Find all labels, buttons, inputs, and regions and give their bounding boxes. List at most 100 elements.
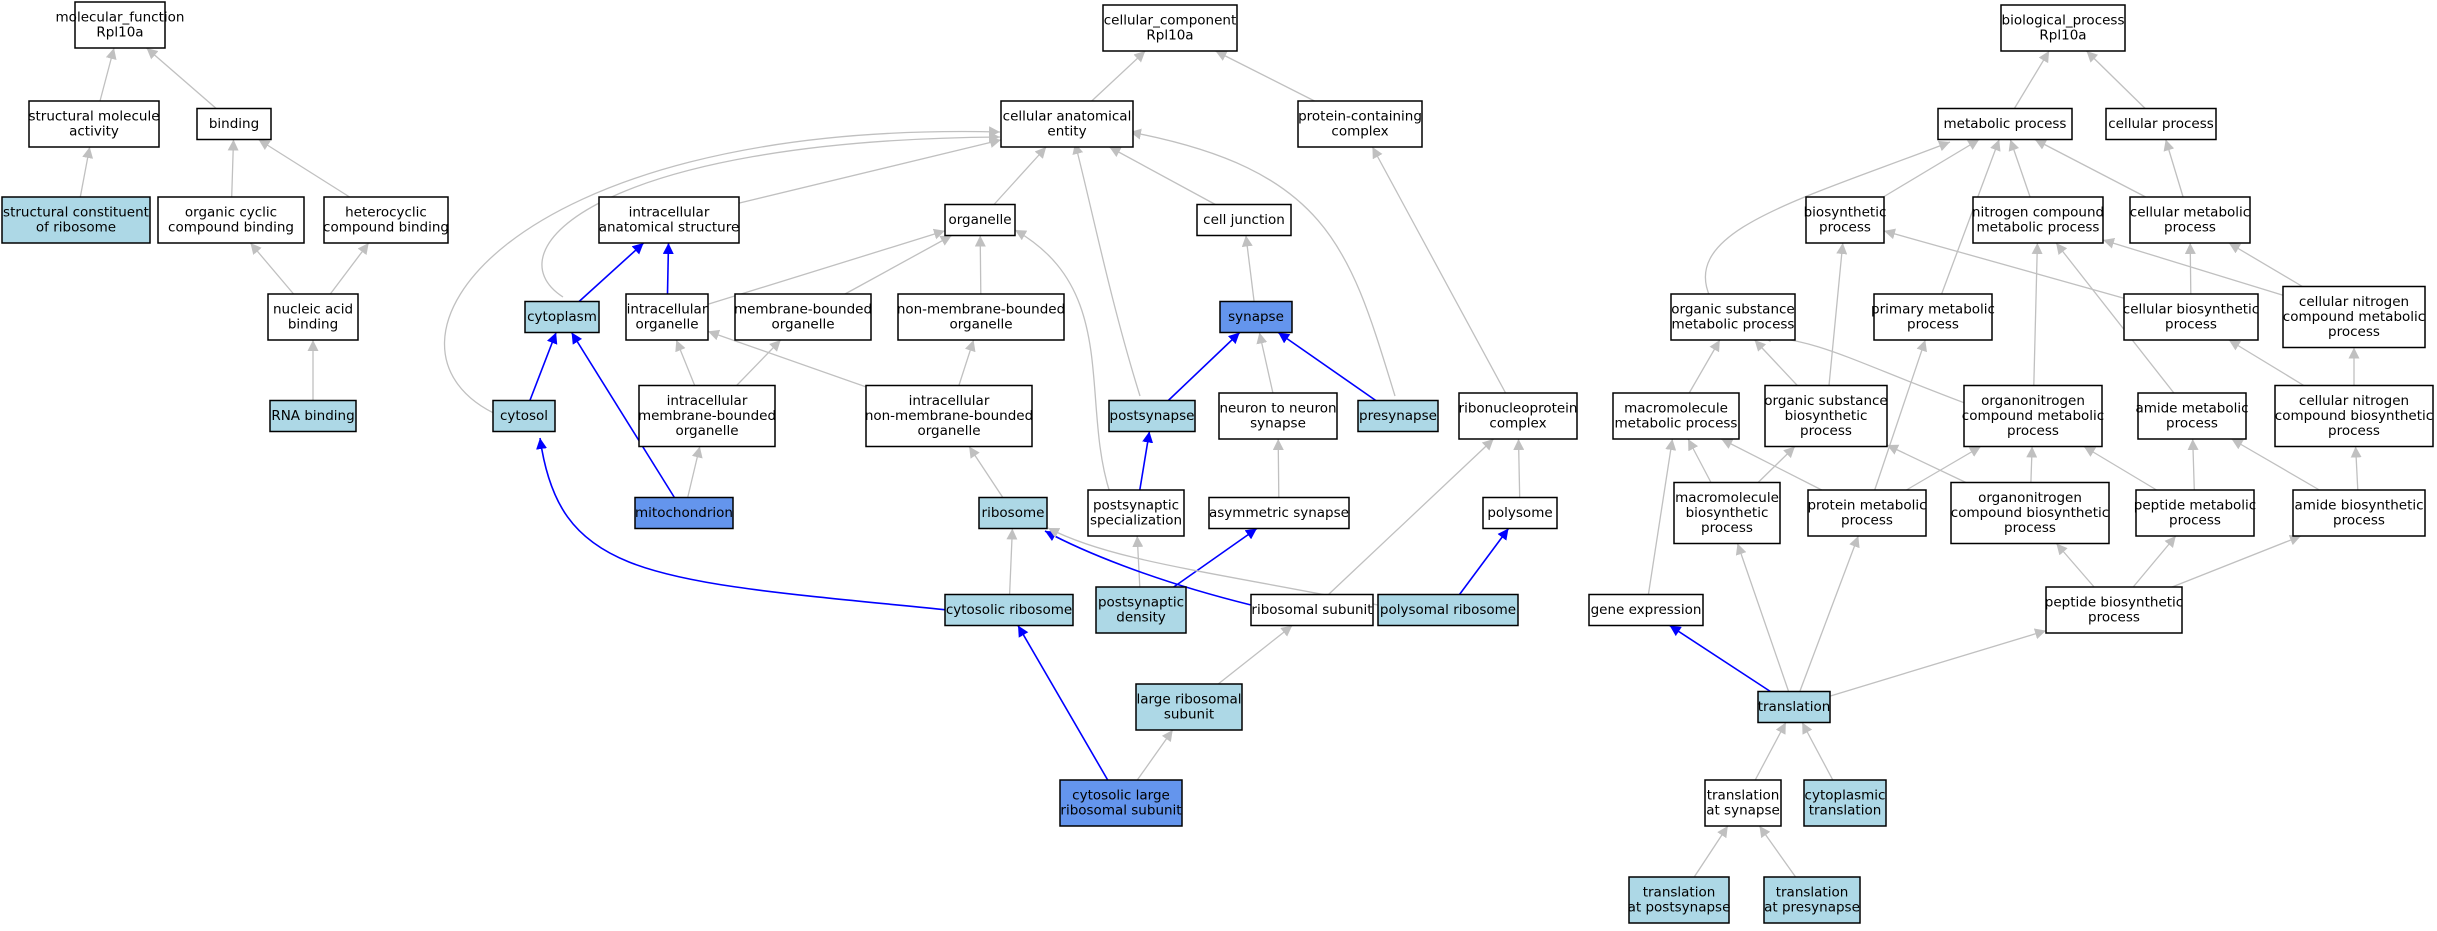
edge-binding-to-mf	[146, 47, 217, 109]
node-box	[157, 196, 305, 244]
node-box	[1763, 876, 1861, 924]
edge-cncbp-to-cbp	[2228, 339, 2305, 387]
go-term-node-rnab: RNA binding	[269, 399, 357, 433]
node-label: organonitrogen	[1978, 490, 2082, 506]
go-term-node-celljunction: cell junction	[1196, 203, 1292, 237]
node-box	[1219, 300, 1293, 334]
node-label: cytosolic ribosome	[946, 602, 1072, 618]
edge-pcc-to-cc	[1215, 50, 1315, 102]
go-term-node-presynapse: presynapse	[1357, 399, 1439, 433]
node-box	[1588, 593, 1704, 627]
node-label: compound binding	[168, 220, 294, 236]
edge-lrs-to-rsu	[1217, 624, 1293, 685]
edge-mito-to-imbo	[687, 446, 703, 498]
edge-psd-to-pss	[1132, 535, 1144, 588]
node-label: gene expression	[1591, 602, 1702, 618]
node-label: entity	[1047, 124, 1086, 140]
edge-sma-to-mf	[99, 47, 117, 102]
edge-cncmp-to-ncmp	[2102, 237, 2284, 296]
edge-pmp-to-metab	[1940, 139, 2001, 295]
go-term-node-synapse: synapse	[1219, 300, 1293, 334]
node-box	[1357, 399, 1439, 433]
node-label: amide metabolic	[2135, 401, 2248, 417]
edge-rsu-to-ribosome	[1044, 530, 1252, 606]
edge-postsynapse-to-synapse	[1167, 331, 1241, 402]
edge-cytoplasm-to-ias	[578, 242, 645, 303]
node-box	[1628, 876, 1730, 924]
node-label: intracellular	[627, 302, 708, 318]
go-term-node-postsynapse: postsynapse	[1108, 399, 1196, 433]
node-label: cytoplasm	[527, 309, 597, 325]
node-label: presynapse	[1359, 408, 1437, 424]
node-label: organelle	[949, 317, 1012, 333]
node-label: process	[1701, 520, 1753, 536]
edge-ctrans-to-translation	[1801, 722, 1834, 781]
edge-protmp-to-mmp	[1721, 438, 1822, 491]
node-label: macromolecule	[1675, 490, 1779, 506]
edge-cellproc-to-bp	[2086, 50, 2146, 109]
node-box	[1095, 586, 1187, 634]
edge-rnp-to-pcc	[1371, 146, 1507, 394]
go-term-node-polysome: polysome	[1482, 496, 1558, 530]
edge-organelle-to-cae	[993, 146, 1047, 205]
edge-pss-to-postsynapse	[1139, 431, 1154, 491]
node-label: compound biosynthetic	[2275, 408, 2433, 424]
node-label: process	[2164, 220, 2216, 236]
node-box	[2282, 285, 2426, 349]
edge-tapre-to-tas	[1758, 825, 1797, 878]
edge-mmp-to-osmp	[1688, 339, 1721, 394]
edge-pbp-to-pepmp	[2132, 535, 2177, 588]
edge-geneexp-to-mmp	[1647, 438, 1677, 595]
node-label: cytosolic large	[1072, 788, 1170, 804]
node-label: process	[2004, 520, 2056, 536]
node-label: process	[2166, 416, 2218, 432]
node-label: ribosomal subunit	[1251, 602, 1372, 618]
node-label: macromolecule	[1624, 401, 1728, 417]
node-box	[944, 593, 1074, 627]
go-term-node-geneexp: gene expression	[1588, 593, 1704, 627]
edge-pss-to-organelle	[1014, 229, 1111, 494]
node-box	[28, 100, 160, 148]
node-label: cytoplasmic	[1805, 788, 1886, 804]
node-label: intracellular	[629, 205, 710, 221]
edge-pepmp-to-amp	[2187, 438, 2199, 491]
node-label: process	[1819, 220, 1871, 236]
node-label: cellular nitrogen	[2299, 393, 2409, 409]
edge-abp-to-cncbp	[2350, 446, 2362, 491]
node-box	[1937, 107, 2073, 141]
node-label: cell junction	[1203, 212, 1285, 228]
node-box	[978, 496, 1048, 530]
node-label: postsynaptic	[1093, 498, 1179, 514]
edge-n2n-to-synapse	[1256, 332, 1274, 394]
edge-hcb-to-binding	[258, 138, 350, 198]
node-label: organelle	[771, 317, 834, 333]
node-box	[2135, 489, 2255, 537]
node-label: translation	[1643, 885, 1716, 901]
node-box	[1108, 399, 1196, 433]
node-label: organelle	[635, 317, 698, 333]
node-label: peptide metabolic	[2134, 498, 2256, 514]
edge-nab-to-ocb	[249, 242, 295, 295]
node-box	[196, 107, 272, 141]
edge-mbp-to-mmp	[1687, 438, 1712, 483]
node-label: metabolic process	[1944, 116, 2067, 132]
edge-layer	[79, 47, 2362, 878]
node-box	[1764, 384, 1888, 448]
node-label: ribonucleoprotein	[1459, 401, 1578, 417]
node-label: translation	[1707, 788, 1780, 804]
node-label: cellular process	[2108, 116, 2214, 132]
node-label: amide biosynthetic	[2294, 498, 2423, 514]
edge-synapse-to-celljunction	[1241, 235, 1255, 302]
